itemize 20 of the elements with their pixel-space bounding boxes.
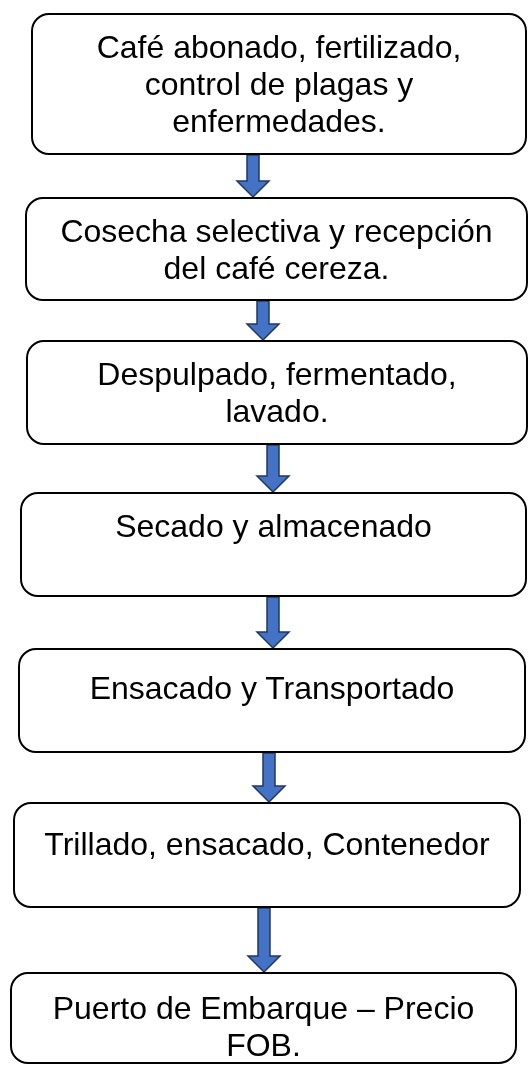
step-text: Ensacado y Transportado (89, 670, 455, 707)
process-box (10, 972, 517, 1064)
down-arrow (246, 907, 282, 974)
process-box (13, 802, 521, 908)
step-text: Despulpado, fermentado, lavado. (96, 356, 458, 430)
process-box (31, 13, 527, 155)
down-arrow (255, 596, 291, 650)
step-text: Secado y almacenado (115, 508, 432, 545)
step-text: Trillado, ensacado, Contenedor (44, 826, 490, 863)
down-arrow (235, 154, 271, 199)
step-text: Puerto de Embarque – Precio FOB. (51, 990, 476, 1064)
process-box (25, 197, 528, 301)
down-arrow (245, 300, 281, 342)
step-text: Cosecha selectiva y recepción del café cereza. (59, 213, 494, 287)
down-arrow (255, 444, 291, 494)
process-box (26, 340, 528, 445)
process-box (20, 492, 527, 597)
step-text: Café abonado, fertilizado, control de plagas y enfermedades. (95, 29, 463, 140)
process-box (18, 648, 526, 753)
down-arrow (251, 752, 287, 804)
